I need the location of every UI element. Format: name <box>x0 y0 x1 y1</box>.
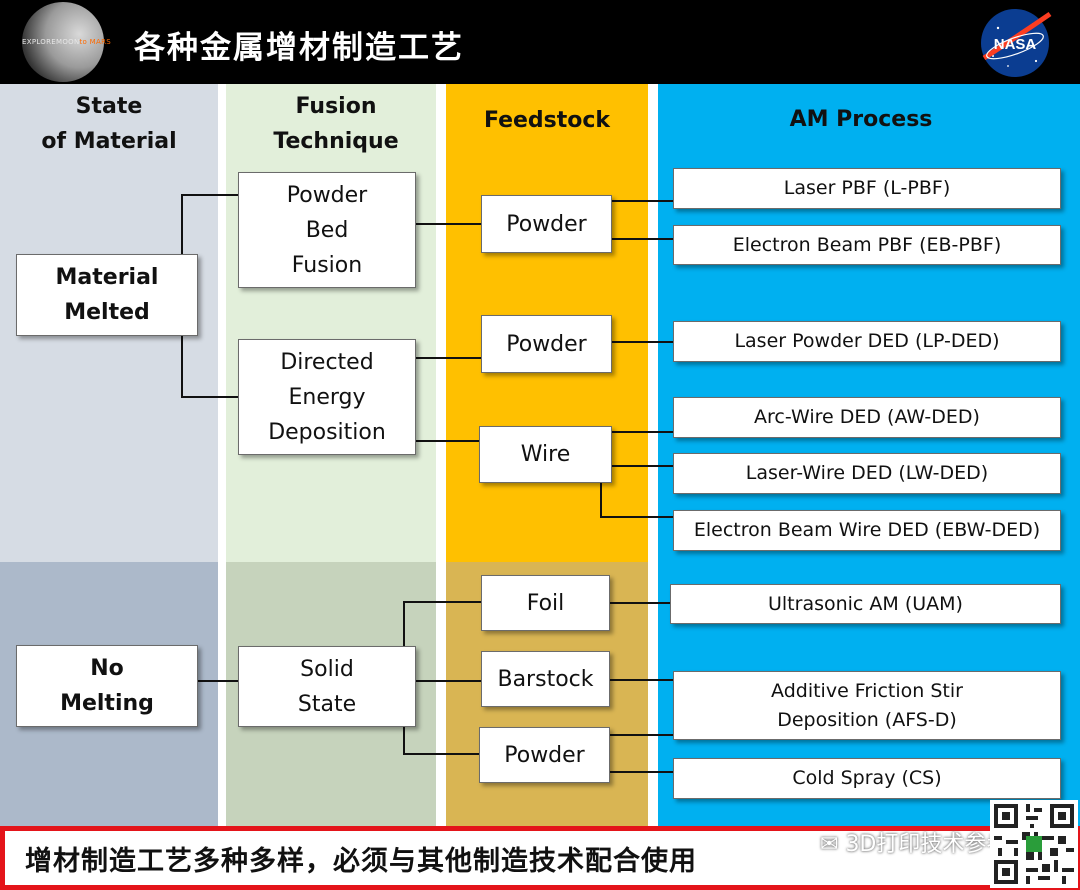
feedstock-wire-box: Wire <box>479 426 612 483</box>
process-additive-friction-stir-box: Additive Friction Stir Deposition (AFS-D… <box>673 671 1061 740</box>
watermark: ✉ 3D打印技术参考 <box>820 832 1009 857</box>
process-laser-wire-ded-box: Laser-Wire DED (LW-DED) <box>673 453 1061 494</box>
fusion-column-top <box>226 84 436 562</box>
feedstock-powder-ded-box: Powder <box>481 315 612 373</box>
powder-bed-fusion-box: Powder Bed Fusion <box>238 172 416 288</box>
header-fusion-technique: Fusion Technique <box>273 94 399 154</box>
material-melted-box: Material Melted <box>16 254 198 336</box>
process-laser-powder-ded-box: Laser Powder DED (LP-DED) <box>673 321 1061 362</box>
process-electron-beam-pbf-box: Electron Beam PBF (EB-PBF) <box>673 225 1061 265</box>
qr-code-icon <box>990 800 1078 888</box>
header-bar <box>0 0 1080 84</box>
no-melting-box: No Melting <box>16 645 198 727</box>
feedstock-barstock-box: Barstock <box>481 651 610 707</box>
directed-energy-deposition-box: Directed Energy Deposition <box>238 339 416 455</box>
process-cold-spray-box: Cold Spray (CS) <box>673 758 1061 799</box>
header-state-of-material: State of Material <box>41 94 177 154</box>
feedstock-powder-pbf-box: Powder <box>481 195 612 253</box>
solid-state-box: Solid State <box>238 646 416 727</box>
nasa-logo-text: NASA <box>994 36 1037 53</box>
footer-text: 增材制造工艺多种多样，必须与其他制造技术配合使用 <box>25 846 697 877</box>
process-ultrasonic-am-box: Ultrasonic AM (UAM) <box>670 584 1061 624</box>
moon-logo <box>22 2 104 82</box>
header-feedstock: Feedstock <box>483 108 611 133</box>
feedstock-foil-box: Foil <box>481 575 610 631</box>
wechat-icon: ✉ <box>820 832 846 857</box>
header-am-process: AM Process <box>789 107 933 132</box>
feedstock-powder-solid-box: Powder <box>479 727 610 783</box>
process-electron-beam-wire-ded-box: Electron Beam Wire DED (EBW-DED) <box>673 510 1061 551</box>
process-laser-pbf-box: Laser PBF (L-PBF) <box>673 168 1061 209</box>
explore-moon-logo-text: EXPLOREMOONto MARS <box>22 38 111 46</box>
process-arc-wire-ded-box: Arc-Wire DED (AW-DED) <box>673 397 1061 438</box>
page-title: 各种金属增材制造工艺 <box>134 30 464 66</box>
footer-panel <box>5 831 1075 885</box>
nasa-logo-icon: NASA <box>981 9 1052 77</box>
